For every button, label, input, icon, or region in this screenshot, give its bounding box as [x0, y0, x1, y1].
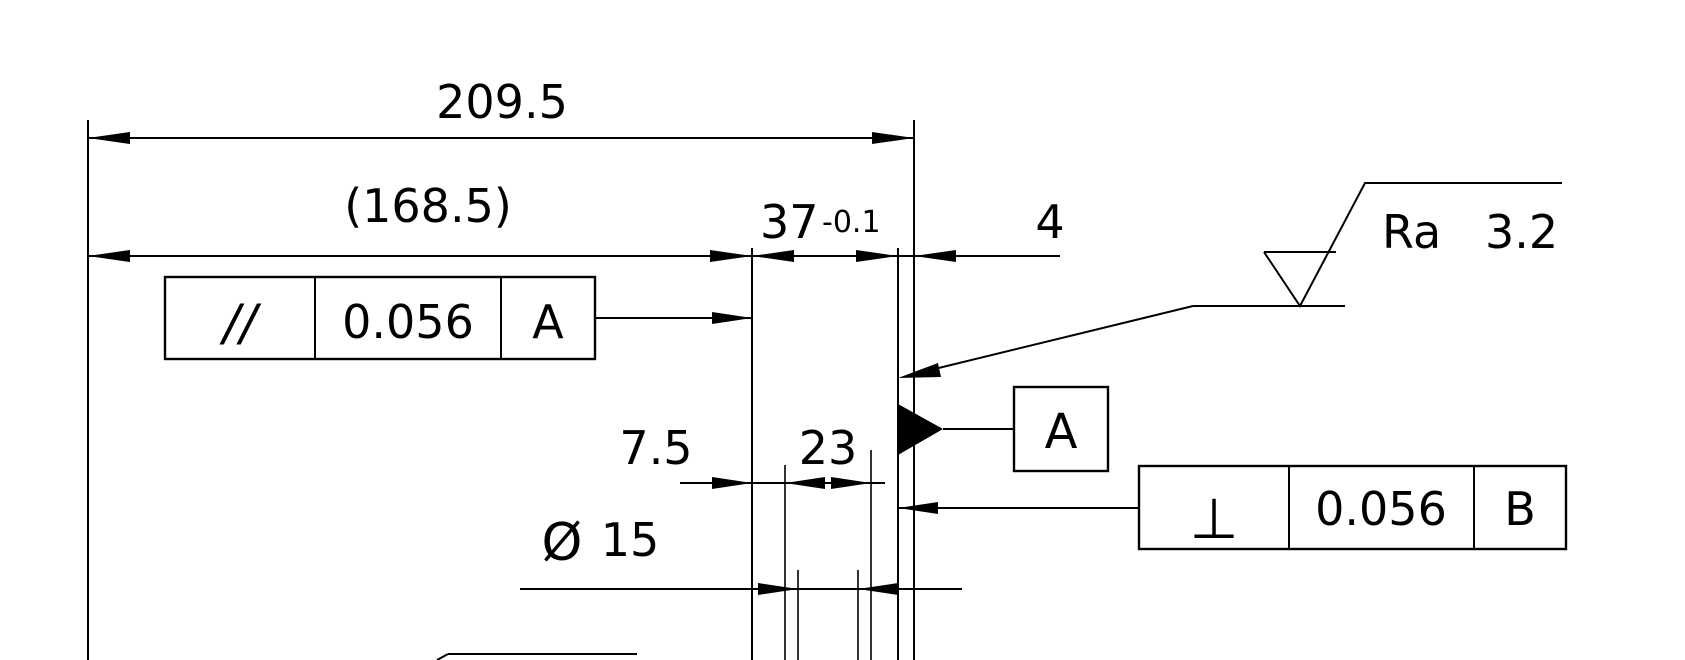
parallelism-control-frame: // 0.056 A: [163, 275, 752, 361]
perpendicularity-control-frame: ⊥ 0.056 B: [898, 464, 1568, 552]
overall-length-text: 209.5: [436, 75, 568, 129]
datum-feature-label: A: [1045, 404, 1078, 460]
surface-finish-symbol: Ra 3.2: [898, 182, 1562, 378]
parallelism-tolerance: 0.056: [342, 295, 474, 349]
dimension-overall-length: 209.5: [88, 75, 914, 144]
parallelism-symbol: //: [219, 294, 262, 352]
dimension-reference-length: (168.5): [88, 179, 752, 262]
surface-finish-label: Ra: [1382, 205, 1441, 259]
dimension-width: 37 -0.1: [752, 195, 898, 262]
hole-offset-text: 7.5: [619, 421, 692, 475]
dimension-hole-positions: 7.5 23: [619, 421, 885, 489]
hole-spacing-text: 23: [799, 421, 858, 475]
surface-finish-value: 3.2: [1485, 205, 1558, 259]
dimension-right-offset: 4: [898, 195, 1065, 262]
diameter-symbol-text: Ø: [542, 513, 583, 573]
datum-feature-a: A: [898, 385, 1110, 473]
perpendicularity-tolerance: 0.056: [1315, 482, 1447, 536]
dimension-diameter: Ø 15: [520, 513, 962, 595]
perpendicularity-datum: B: [1504, 482, 1536, 536]
part-geometry: [87, 120, 915, 660]
right-offset-text: 4: [1035, 195, 1064, 249]
width-value-text: 37: [760, 195, 819, 249]
perpendicularity-symbol: ⊥: [1190, 487, 1239, 552]
width-tolerance-text: -0.1: [822, 205, 881, 240]
parallelism-datum: A: [532, 295, 564, 349]
diameter-value-text: 15: [601, 513, 660, 567]
reference-length-text: (168.5): [344, 179, 512, 233]
